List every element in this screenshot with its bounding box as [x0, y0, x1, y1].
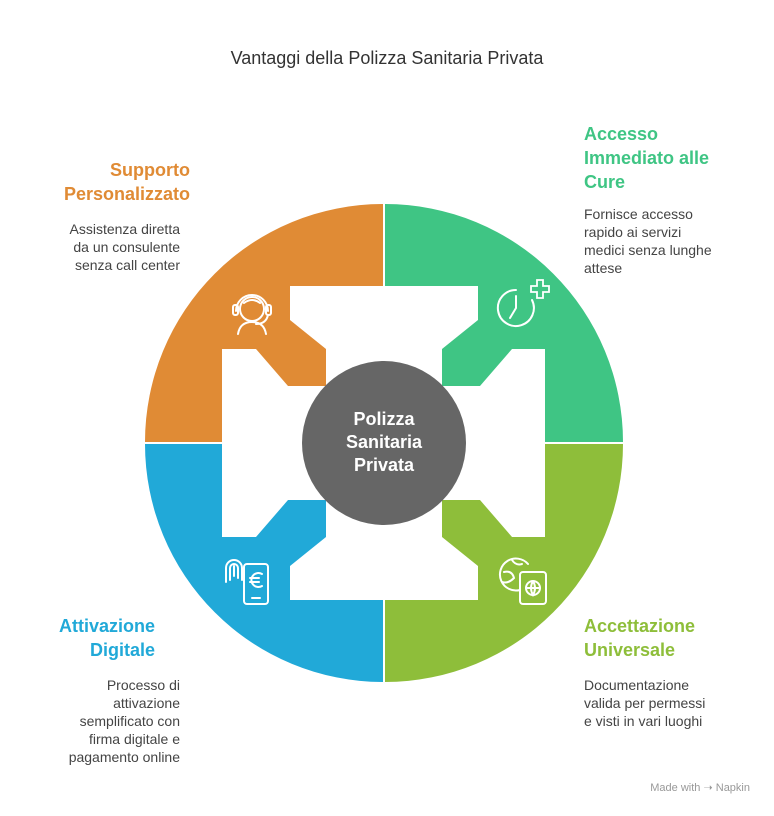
accesso-heading: Accesso Immediato alle Cure — [584, 122, 754, 194]
accesso-desc-line3: medici senza lunghe — [584, 242, 712, 258]
clock-plus-icon — [496, 279, 550, 327]
footer-attribution: Made with ➝ Napkin — [650, 781, 750, 794]
attivazione-heading: Attivazione Digitale — [20, 614, 155, 662]
accettazione-description: Documentazione valida per permessi e vis… — [584, 676, 754, 730]
made-with-text: Made with — [650, 782, 701, 794]
attivazione-desc-line1: Processo di — [106, 677, 180, 693]
accesso-heading-line2: Immediato alle — [584, 148, 710, 168]
accesso-desc-line4: attese — [584, 260, 623, 276]
supporto-desc-line3: senza call center — [74, 257, 180, 273]
accettazione-desc-line1: Documentazione — [584, 677, 690, 693]
center-label-line3: Privata — [353, 455, 415, 475]
center-label-line2: Sanitaria — [345, 432, 423, 452]
fingerprint-phone-euro-icon — [225, 559, 269, 605]
accettazione-heading-line1: Accettazione — [584, 616, 696, 636]
accettazione-heading: Accettazione Universale — [584, 614, 754, 662]
accesso-heading-line1: Accesso — [584, 124, 659, 144]
center-circle — [302, 361, 466, 525]
attivazione-heading-line1: Attivazione — [58, 616, 155, 636]
supporto-heading-line2: Personalizzato — [63, 184, 190, 204]
attivazione-heading-line2: Digitale — [89, 640, 155, 660]
center-label: Polizza Sanitaria Privata — [314, 408, 454, 477]
accettazione-heading-line2: Universale — [584, 640, 676, 660]
attivazione-desc-line4: firma digitale e — [88, 731, 180, 747]
accettazione-desc-line2: valida per permessi — [584, 695, 706, 711]
accesso-desc-line1: Fornisce accesso — [584, 206, 693, 222]
page-title: Vantaggi della Polizza Sanitaria Privata — [230, 48, 544, 68]
accettazione-desc-line3: e visti in vari luoghi — [584, 713, 703, 729]
napkin-brand-text: Napkin — [715, 782, 750, 794]
segment-accesso — [385, 204, 623, 442]
supporto-desc-line2: da un consulente — [73, 239, 180, 255]
napkin-logo-icon: ➝ — [703, 782, 713, 794]
accesso-heading-line3: Cure — [584, 172, 626, 192]
attivazione-desc-line3: semplificato con — [79, 713, 180, 729]
attivazione-desc-line5: pagamento online — [68, 749, 180, 765]
attivazione-desc-line2: attivazione — [113, 695, 180, 711]
center-label-line1: Polizza — [353, 409, 415, 429]
attivazione-description: Processo di attivazione semplificato con… — [30, 676, 180, 766]
operator-headset-icon — [232, 294, 272, 335]
supporto-desc-line1: Assistenza diretta — [69, 221, 181, 237]
accesso-desc-line2: rapido ai servizi — [584, 224, 682, 240]
globe-passport-icon — [498, 557, 547, 605]
supporto-heading: Supporto Personalizzato — [30, 158, 190, 206]
accesso-description: Fornisce accesso rapido ai servizi medic… — [584, 205, 754, 277]
supporto-heading-line1: Supporto — [110, 160, 190, 180]
supporto-description: Assistenza diretta da un consulente senz… — [30, 220, 181, 274]
